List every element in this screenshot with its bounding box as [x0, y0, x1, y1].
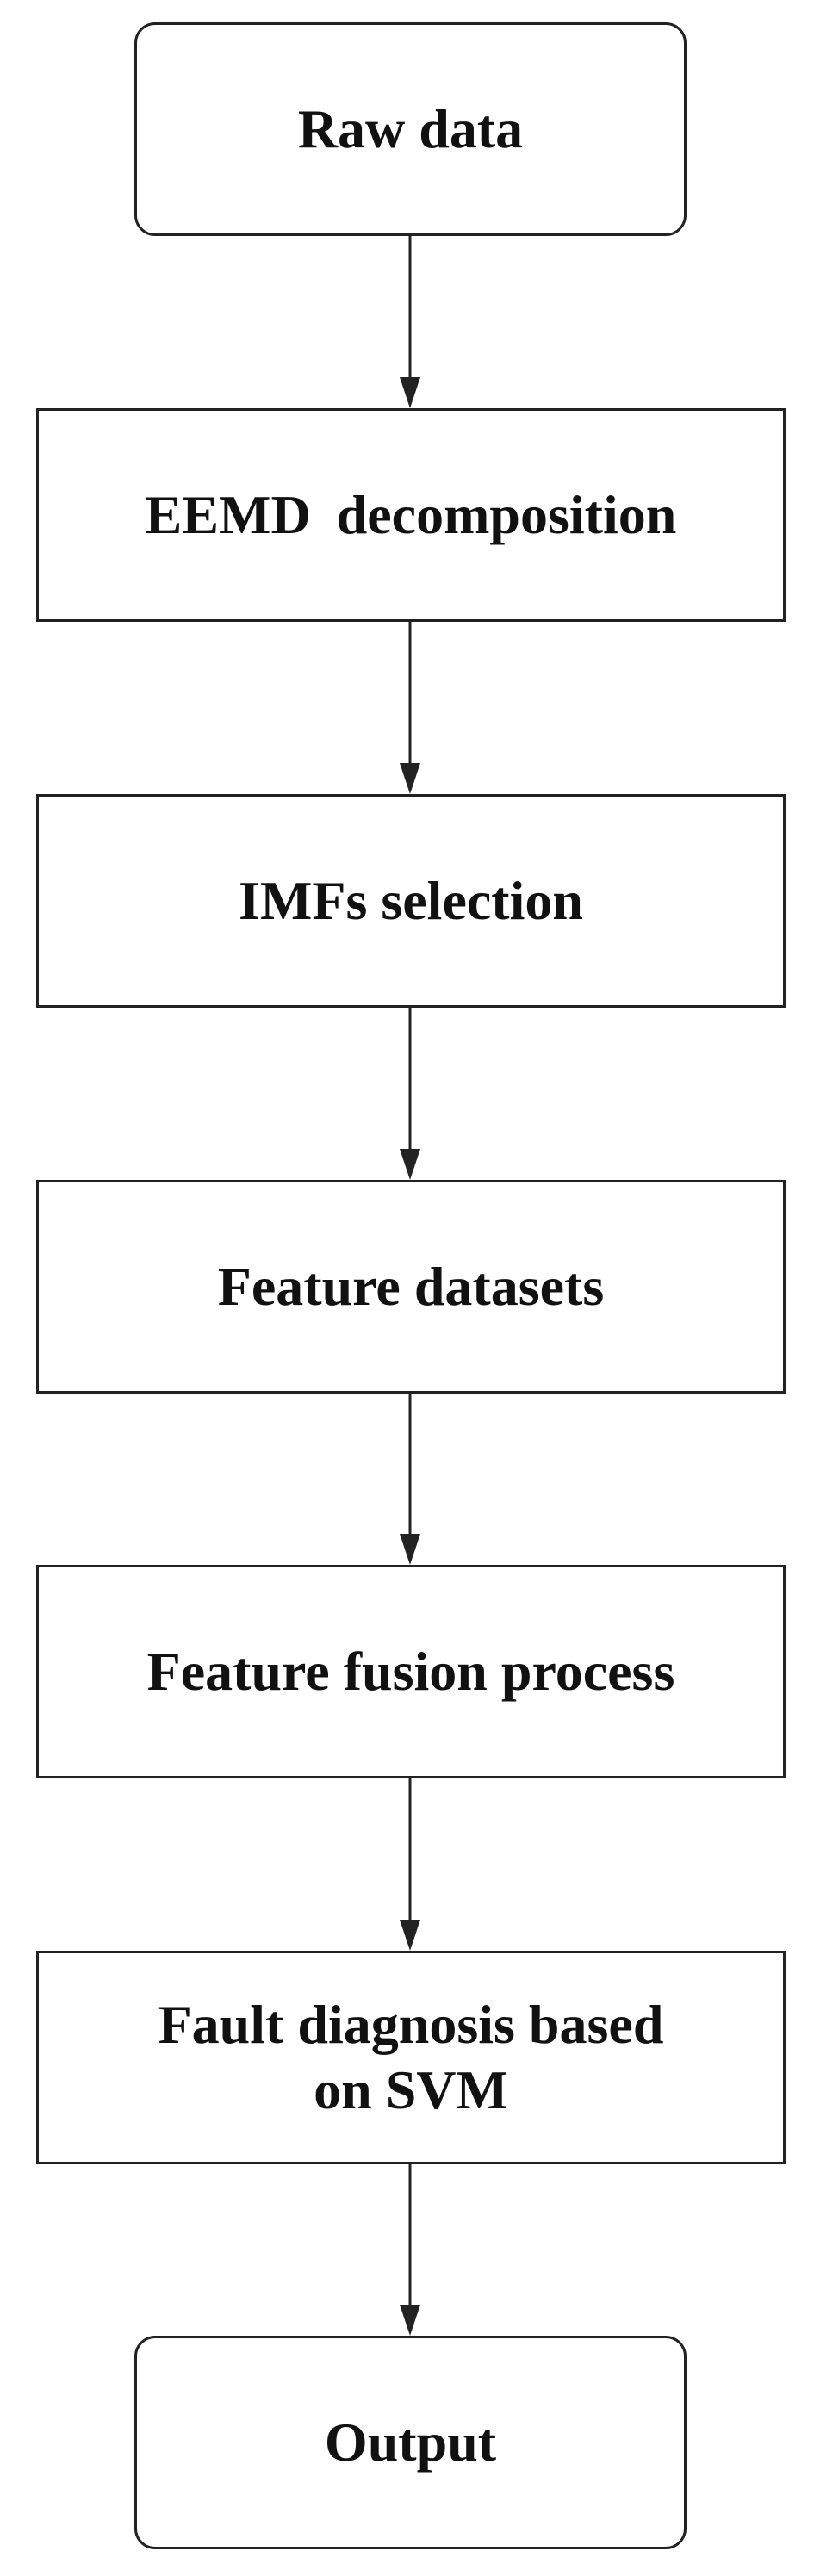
feature-fusion-label: Feature fusion process [146, 1641, 675, 1703]
feature-fusion-node: Feature fusion process [36, 1565, 786, 1778]
arrow-svm-to-output [400, 2164, 420, 2336]
imfs-selection-node: IMFs selection [36, 794, 786, 1008]
arrow-imfs-to-feature [400, 1008, 420, 1180]
imfs-selection-label: IMFs selection [239, 870, 583, 932]
output-label: Output [324, 2412, 497, 2474]
output-node: Output [134, 2336, 687, 2549]
eemd-decomposition-node: EEMD decomposition [36, 408, 786, 622]
feature-datasets-label: Feature datasets [217, 1256, 605, 1318]
fault-diagnosis-label: Fault diagnosis based on SVM [158, 1994, 664, 2120]
raw-data-node: Raw data [134, 22, 687, 236]
eemd-decomposition-label: EEMD decomposition [145, 484, 677, 546]
arrow-eemd-to-imfs [400, 622, 420, 794]
arrow-raw-to-eemd [400, 236, 420, 408]
raw-data-label: Raw data [297, 98, 524, 160]
arrow-feature-to-fusion [400, 1394, 420, 1565]
arrow-fusion-to-svm [400, 1778, 420, 1951]
fault-diagnosis-node: Fault diagnosis based on SVM [36, 1951, 786, 2164]
feature-datasets-node: Feature datasets [36, 1180, 786, 1394]
